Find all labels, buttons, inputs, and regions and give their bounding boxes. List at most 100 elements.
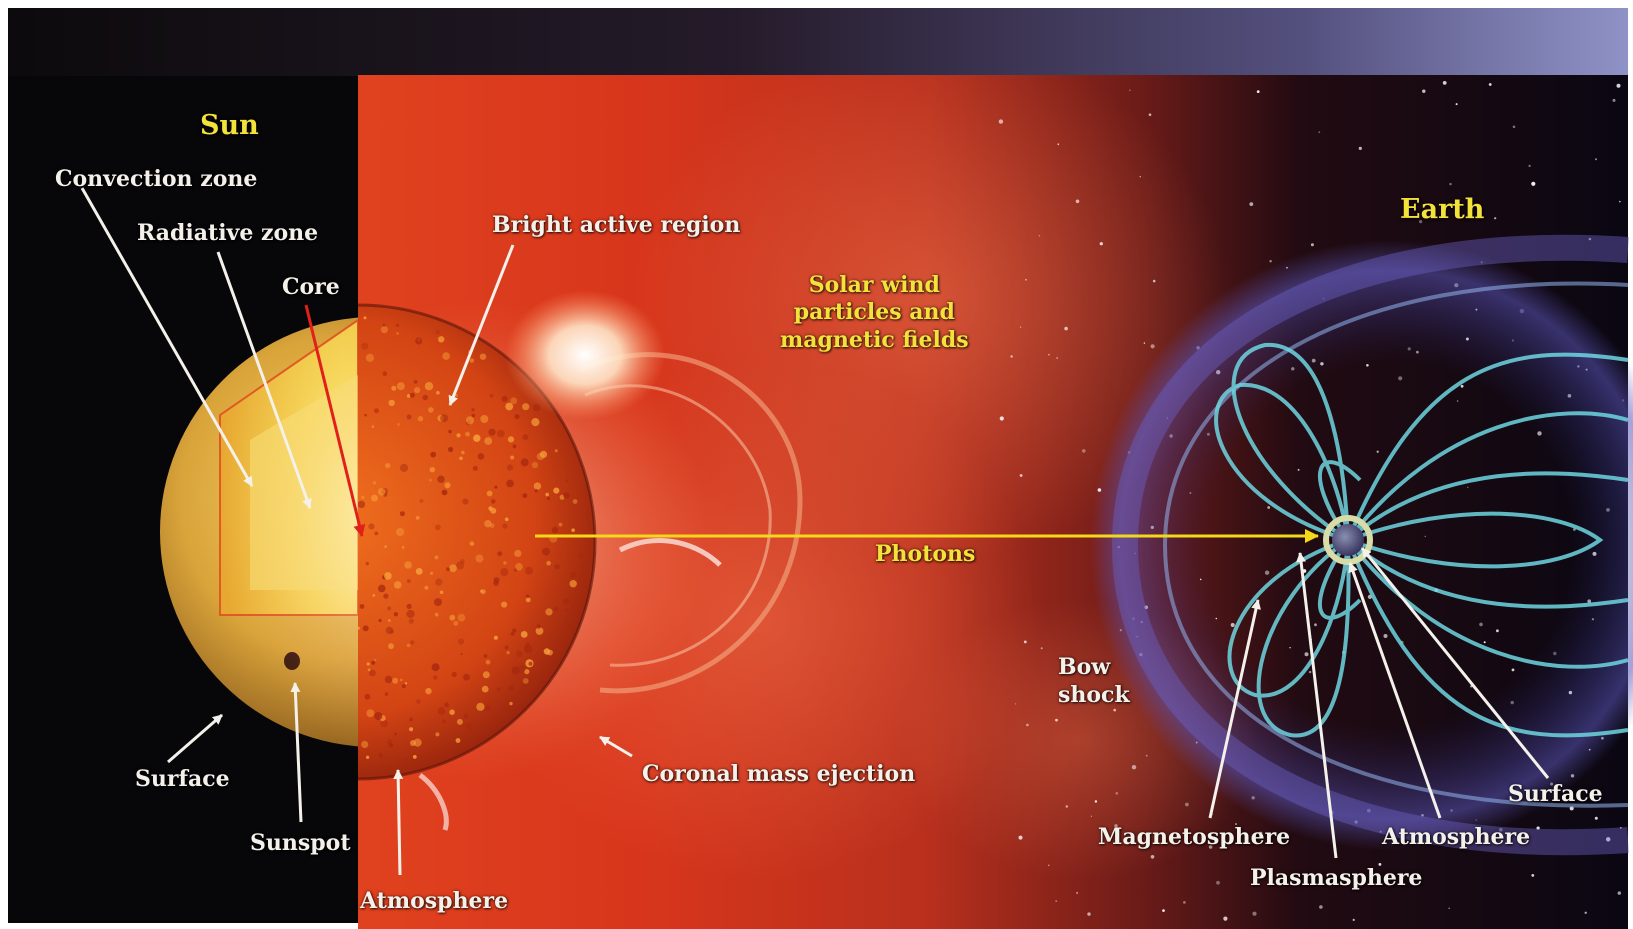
granule (384, 692, 389, 696)
granule (385, 626, 394, 635)
granule (494, 485, 498, 489)
granule (486, 490, 493, 497)
star (1148, 113, 1152, 116)
granule (536, 624, 541, 629)
granule (428, 407, 434, 413)
granule (371, 425, 375, 429)
granule (422, 394, 429, 401)
granule (439, 590, 444, 595)
star (1040, 647, 1043, 650)
granule (520, 631, 528, 638)
star (1185, 802, 1189, 807)
granule (434, 598, 442, 607)
granule (488, 428, 496, 436)
granule (434, 612, 439, 617)
granule (364, 413, 367, 417)
granule (374, 531, 379, 536)
star (1258, 831, 1263, 836)
radiative-zone-pointer (216, 251, 312, 509)
star (1150, 344, 1155, 349)
granule (571, 528, 575, 532)
granule (384, 572, 392, 580)
granule (512, 444, 517, 449)
granule (525, 597, 531, 603)
star (1010, 355, 1013, 358)
granule (414, 387, 421, 394)
granule (510, 397, 518, 405)
star (1449, 182, 1452, 186)
star (1235, 823, 1237, 825)
star (1048, 864, 1050, 866)
star (1419, 220, 1423, 224)
granule (517, 664, 526, 673)
granule (456, 433, 461, 438)
star (1018, 835, 1023, 840)
star (1612, 98, 1616, 102)
star (1494, 217, 1497, 220)
star (999, 416, 1004, 421)
star (1019, 474, 1023, 477)
granule (463, 673, 470, 681)
granule (412, 755, 417, 759)
star (1129, 89, 1131, 92)
granule (419, 498, 424, 503)
star (1499, 828, 1503, 832)
granule (569, 580, 577, 588)
granule (388, 742, 394, 748)
granule (438, 336, 445, 343)
granule (512, 628, 517, 633)
star (1090, 815, 1092, 817)
star (1531, 181, 1536, 186)
granule (489, 393, 494, 398)
granule (433, 675, 438, 680)
star (1318, 131, 1321, 134)
granule (514, 414, 520, 420)
star (1131, 765, 1137, 770)
star (1528, 164, 1531, 168)
star (1616, 83, 1621, 88)
granule (374, 408, 379, 414)
granule (435, 330, 440, 335)
granule (546, 560, 551, 566)
star (1150, 855, 1155, 859)
core-pointer (304, 304, 366, 537)
pointer-lines (80, 187, 1550, 876)
granule (553, 606, 559, 612)
granule (531, 461, 539, 469)
granule (416, 699, 421, 704)
star (1139, 176, 1141, 178)
granule (366, 662, 370, 666)
granule (506, 464, 514, 471)
granule (570, 571, 577, 578)
granule (364, 693, 371, 700)
granule (539, 450, 548, 458)
star (1145, 754, 1148, 757)
solar-wind-line-2: particles and (793, 299, 955, 326)
star (1269, 260, 1272, 263)
bright-active-region-blaze (505, 290, 665, 420)
earth-highlight-ring (1323, 515, 1373, 565)
granule (397, 423, 400, 426)
star (1208, 845, 1213, 849)
granule (543, 648, 551, 655)
granule (522, 434, 529, 441)
star (1594, 816, 1598, 820)
star (1588, 237, 1592, 241)
granule (504, 517, 509, 522)
star (1319, 905, 1323, 909)
star (1026, 723, 1029, 727)
granule (514, 549, 522, 558)
earth-surface-pointer (1360, 547, 1550, 779)
granule (456, 718, 463, 725)
granule (442, 352, 450, 360)
granule (406, 414, 412, 420)
star (1358, 146, 1362, 150)
granule (388, 643, 394, 650)
granule (475, 554, 484, 563)
earth-title: Earth (1400, 194, 1485, 225)
granule (385, 463, 391, 469)
star (1099, 242, 1103, 246)
star (1249, 202, 1254, 207)
granule (469, 541, 475, 546)
